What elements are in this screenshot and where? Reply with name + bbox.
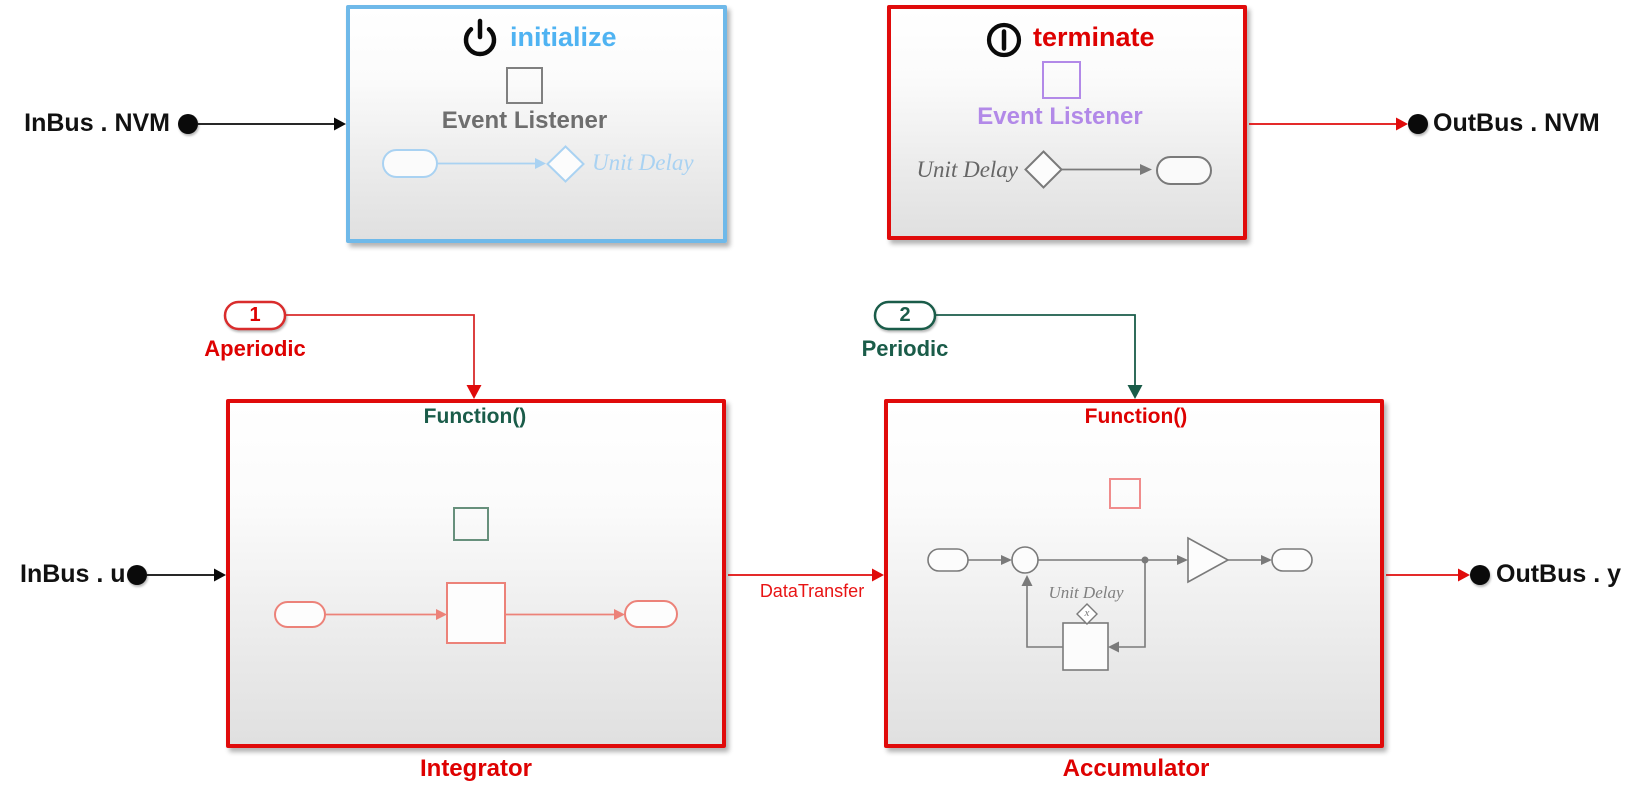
inbus-u-signal-line[interactable] — [127, 565, 226, 585]
terminate-unit-delay-label: Unit Delay — [916, 157, 1018, 182]
accumulator-subsystem-block[interactable] — [884, 399, 1384, 748]
initialize-title: initialize — [510, 22, 617, 52]
data-transfer-label: DataTransfer — [759, 581, 865, 601]
terminate-event-listener-label: Event Listener — [977, 103, 1143, 130]
inport-aperiodic-number[interactable]: 1 — [249, 304, 261, 326]
accumulator-function-label: Function() — [1084, 405, 1188, 428]
integrator-subsystem-block[interactable] — [226, 399, 726, 748]
initialize-subsystem-block[interactable] — [346, 5, 727, 243]
inport-periodic-number[interactable]: 2 — [899, 304, 911, 326]
accumulator-name-label: Accumulator — [1062, 755, 1210, 782]
inbus-u-label: InBus . u — [20, 560, 126, 588]
inport-aperiodic-label: Aperiodic — [204, 336, 306, 361]
terminate-subsystem-block[interactable] — [887, 5, 1247, 240]
inbus-nvm-signal-line[interactable] — [178, 114, 346, 134]
integrator-name-label: Integrator — [419, 755, 532, 782]
initialize-event-listener-label: Event Listener — [441, 107, 608, 134]
inport-periodic-label: Periodic — [861, 336, 949, 361]
outbus-nvm-label: OutBus . NVM — [1433, 109, 1600, 137]
outbus-nvm-signal-line[interactable] — [1249, 114, 1428, 134]
inbus-nvm-label: InBus . NVM — [24, 109, 170, 137]
outbus-y-label: OutBus . y — [1496, 560, 1622, 588]
accumulator-delay-state-label: x — [1084, 607, 1090, 619]
accumulator-unit-delay-label: Unit Delay — [1048, 583, 1124, 602]
outbus-y-signal-line[interactable] — [1386, 565, 1490, 585]
terminate-title: terminate — [1033, 22, 1155, 52]
initialize-unit-delay-label: Unit Delay — [592, 150, 694, 175]
data-transfer-signal-line[interactable] — [728, 568, 884, 582]
integrator-function-label: Function() — [423, 405, 527, 428]
